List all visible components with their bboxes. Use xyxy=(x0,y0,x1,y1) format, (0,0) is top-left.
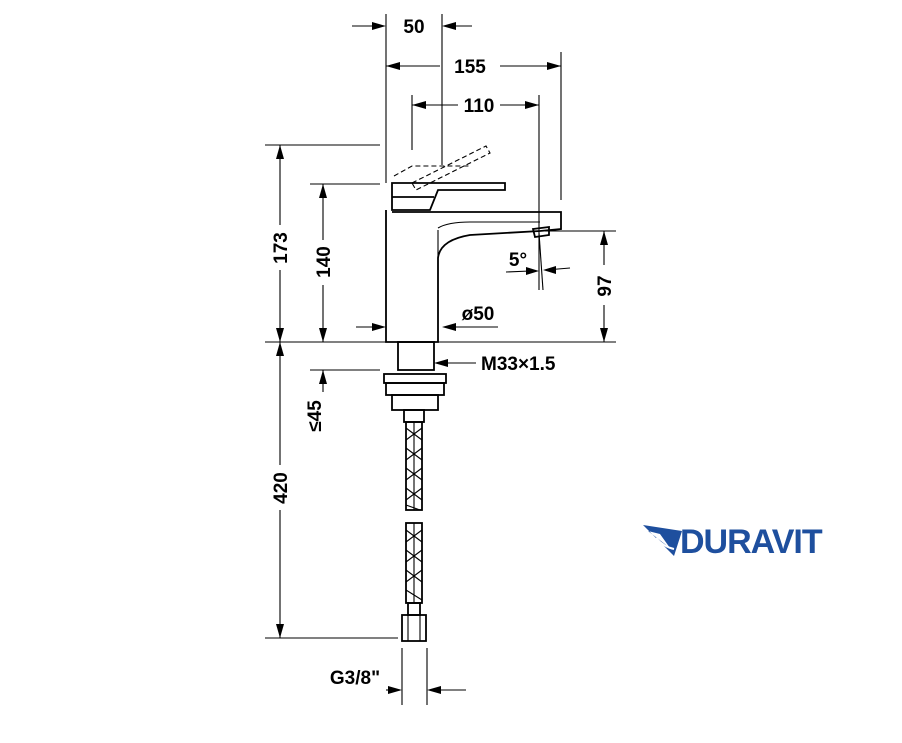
dimension-diameter-50: ø50 xyxy=(356,304,498,331)
dimension-110: 110 xyxy=(412,96,539,117)
dim-label-g38: G3/8" xyxy=(330,668,380,689)
duravit-wordmark: DURAVIT xyxy=(680,523,823,561)
extension-lines-left xyxy=(265,144,616,639)
dim-label-173: 173 xyxy=(271,232,292,264)
svg-text:≤45: ≤45 xyxy=(305,400,326,432)
dim-label-45: 45 xyxy=(305,400,326,422)
faucet-shank xyxy=(383,341,447,423)
extension-lines-top xyxy=(385,14,562,290)
dimension-155: 155 xyxy=(386,57,561,78)
dimension-50-top: 50 xyxy=(352,17,472,38)
dim-label-420: 420 xyxy=(271,472,292,504)
dimension-97: 97 xyxy=(545,230,616,342)
dim-label-50: 50 xyxy=(403,17,424,38)
dim-label-155: 155 xyxy=(454,57,486,78)
dimension-173: 173 xyxy=(271,145,292,342)
dim-label-5-degrees: 5° xyxy=(509,250,527,271)
duravit-logo xyxy=(643,525,682,556)
dim-label-diameter-50: ø50 xyxy=(462,304,495,325)
dimension-angle-5: 5° xyxy=(505,232,571,291)
dimension-le-45: ≤45 xyxy=(305,370,327,432)
dimension-140: 140 xyxy=(314,184,335,342)
dim-label-97: 97 xyxy=(595,275,616,296)
braided-hose xyxy=(401,421,427,642)
dimension-connector-g38: G3/8" xyxy=(330,648,466,705)
dim-label-45-prefix: ≤ xyxy=(305,421,326,431)
dim-label-140: 140 xyxy=(314,246,335,278)
dimension-thread-m33: M33×1.5 xyxy=(434,354,556,375)
dim-label-m33: M33×1.5 xyxy=(481,354,556,375)
dimension-420: 420 xyxy=(271,342,292,638)
faucet-body xyxy=(385,145,562,343)
duravit-logo-mark-icon xyxy=(643,525,682,556)
dim-label-110: 110 xyxy=(464,96,495,117)
